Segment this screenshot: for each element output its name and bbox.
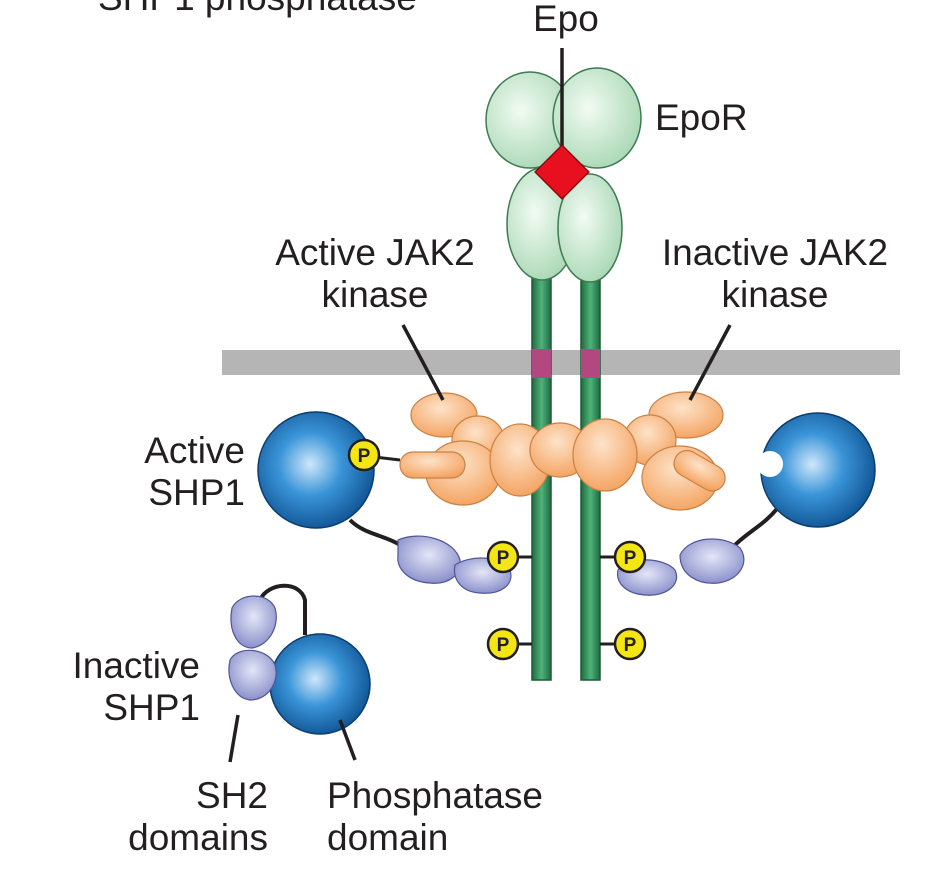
transmembrane-segment-right: [581, 349, 600, 378]
label-pointer-lines: [228, 324, 732, 763]
svg-text:P: P: [497, 635, 510, 656]
inactive-shp1-sh2-domains: [228, 595, 277, 701]
label-epo: Epo: [533, 0, 599, 39]
phosphate-badge: P: [347, 438, 381, 472]
epor-extracellular-domains: [485, 67, 642, 283]
svg-text:P: P: [497, 548, 510, 569]
label-active-shp1: Active SHP1: [144, 430, 245, 513]
epo-ligand: [534, 144, 590, 200]
label-epor: EpoR: [655, 97, 748, 138]
svg-text:P: P: [358, 446, 371, 467]
cell-membrane: [222, 350, 900, 375]
label-phosphatase-domain: Phosphatase domain: [327, 775, 544, 858]
phosphate-badge: P: [486, 627, 520, 661]
phosphate-badge: P: [486, 540, 520, 574]
svg-text:P: P: [624, 635, 637, 656]
title-partial: SHP1 phosphatase: [98, 0, 417, 19]
transmembrane-segment-left: [532, 349, 551, 378]
inactive-shp1-linker: [258, 583, 307, 635]
jak2-kinase-left: [399, 392, 591, 506]
label-inactive-shp1: Inactive SHP1: [72, 645, 200, 728]
inactive-shp1-phosphatase-domain: [269, 633, 371, 735]
label-active-jak2: Active JAK2 kinase: [275, 232, 475, 315]
label-sh2-domains: SH2 domains: [128, 775, 268, 858]
active-shp1-linker: [348, 518, 402, 547]
right-shp1-linker: [733, 503, 782, 547]
label-inactive-jak2: Inactive JAK2 kinase: [661, 232, 889, 315]
active-shp1-phosphatase-domain: [257, 411, 375, 529]
phosphate-badge: P: [613, 627, 647, 661]
phosphate-badge: P: [613, 540, 647, 574]
svg-text:P: P: [624, 548, 637, 569]
jak2-kinase-right: [572, 391, 726, 511]
